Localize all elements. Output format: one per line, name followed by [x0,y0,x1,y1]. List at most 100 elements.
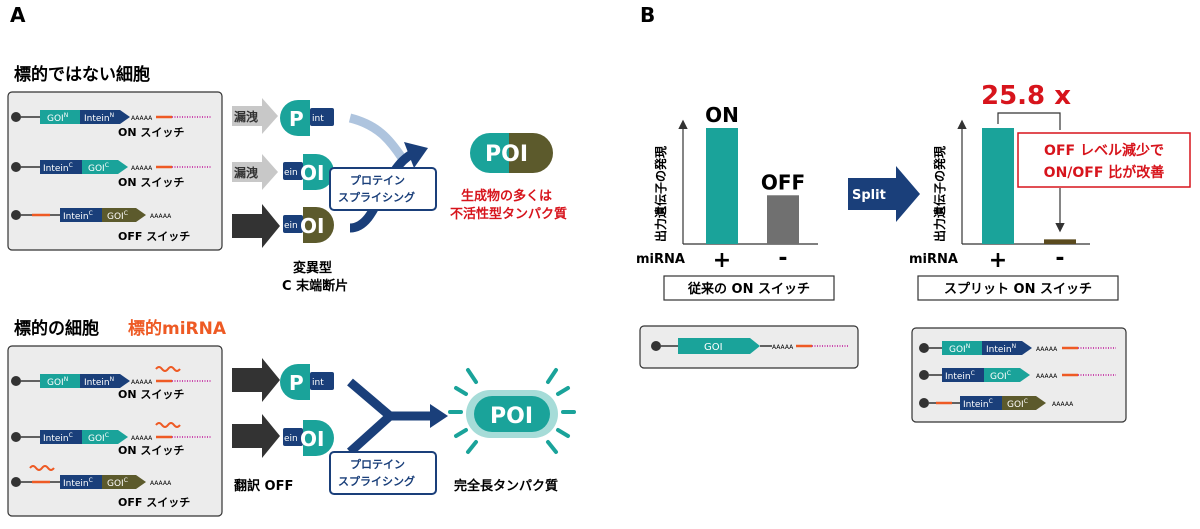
translation-arrow [232,414,280,458]
poi-inactive-product: POI [470,133,553,173]
tick-minus: - [1055,246,1064,271]
on-switch-label: ON スイッチ [118,388,184,401]
conventional-title: 従来の ON スイッチ [687,281,810,297]
target-mirna-label: 標的miRNA [128,318,227,339]
glow-rays [448,368,576,454]
split-title: スプリット ON スイッチ [944,282,1092,297]
cap-icon [11,112,21,122]
leak-splicing-arrow [348,113,406,161]
target-cell-title: 標的の細胞 [14,318,99,339]
y-axis-label: 出力遺伝子の発現 [653,146,668,242]
svg-text:InteinC: InteinC [963,398,993,410]
svg-text:P: P [289,107,304,131]
svg-text:GOIN: GOIN [47,376,68,388]
split-arrow [848,166,920,222]
svg-text:GOIN: GOIN [949,343,970,355]
target-construct-off-switch: InteinC GOIC AAAAA OFF スイッチ [11,465,190,509]
mirna-axis-label: miRNA [636,252,685,267]
splicing-label-2: スプライシング [338,190,415,204]
panel-a-label: A [10,3,26,27]
target-fragment-c-terminal: ein OI [283,420,334,456]
svg-text:AAAAA: AAAAA [1036,373,1058,380]
polya-tail: AAAAA [131,165,153,172]
bar-label-on: ON [705,103,739,127]
svg-text:InteinN: InteinN [84,112,114,124]
fold-change-label: 25.8 x [981,81,1071,111]
tick-plus: + [989,248,1007,273]
bar-label-off: OFF [761,170,805,194]
bar-off [1044,239,1076,244]
splicing-label-2: スプライシング [338,474,415,488]
svg-text:int: int [312,378,324,388]
construct-on-switch-n: GOIN InteinN AAAAA ON スイッチ [11,110,212,139]
target-construct-on-switch-c: InteinC GOIC AAAAA ON スイッチ [11,422,212,457]
svg-text:OI: OI [300,427,324,451]
split-construct-c: InteinC GOIC AAAAA [919,368,1116,382]
on-switch-label: ON スイッチ [118,176,184,189]
svg-text:ein: ein [284,221,298,231]
cap-icon [11,162,21,172]
split-construct-n: GOIN InteinN AAAAA [919,341,1116,355]
split-title-box [917,275,1119,301]
bar-on [706,128,738,244]
merge-arrow [346,378,397,456]
mirna-icon [155,422,181,428]
poi-full-length-product: POI [448,368,576,454]
fragment-n-terminal: P int [280,100,334,136]
construct-off-switch: InteinC GOIC AAAAA OFF スイッチ [11,208,190,243]
tick-plus: + [713,248,731,273]
svg-text:InteinC: InteinC [43,162,73,174]
inactive-note-1: 生成物の多くは [461,188,552,204]
svg-text:ein: ein [284,168,298,178]
full-length-label: 完全長タンパク質 [454,478,558,494]
fragment-c-terminal-mutant: ein OI [283,207,334,243]
on-switch-label: ON スイッチ [118,126,184,139]
construct-on-switch-c: InteinC GOIC AAAAA ON スイッチ [11,160,212,189]
leak-arrow [232,154,278,190]
svg-text:P: P [289,371,304,395]
svg-text:GOIC: GOIC [1007,398,1028,410]
intein-n-block [80,110,130,124]
fold-bracket [997,112,1061,130]
svg-text:GOIC: GOIC [88,432,109,444]
split-label: Split [852,188,886,203]
target-construct-on-switch-n: GOIN InteinN AAAAA ON スイッチ [11,366,212,401]
cap-icon [11,210,21,220]
svg-text:InteinC: InteinC [63,210,93,222]
intein-c-block [40,160,82,174]
y-axis-label: 出力遺伝子の発現 [932,146,947,242]
conventional-construct: GOI AAAAA [651,338,848,354]
bar-off [767,195,799,244]
mirna-icon [29,465,55,471]
fragment-c-terminal: ein OI [283,154,334,190]
goi-n-block [40,110,80,124]
c-terminal-fragment-label: C 末端断片 [282,278,348,294]
on-switch-label: ON スイッチ [118,444,184,457]
note-box [1017,132,1191,188]
svg-text:InteinC: InteinC [43,432,73,444]
off-switch-label: OFF スイッチ [118,496,190,509]
leak-label: 漏洩 [234,165,258,180]
mirna-axis-label: miRNA [909,252,958,267]
splicing-label-1: プロテイン [350,457,405,471]
translation-off-label: 翻訳 OFF [234,478,293,494]
inactive-note-2: 不活性型タンパク質 [450,206,567,222]
conventional-title-box [663,275,835,301]
svg-text:InteinN: InteinN [986,343,1016,355]
goi-c-block [102,208,146,222]
leak-label: 漏洩 [234,109,258,124]
svg-text:POI: POI [485,142,528,167]
svg-text:AAAAA: AAAAA [1052,401,1074,408]
target-fragment-n-terminal: P int [280,364,334,400]
off-switch-label: OFF スイッチ [118,230,190,243]
polya-tail: AAAAA [150,213,172,220]
mutant-label: 変異型 [293,260,332,276]
goi-c-block [82,160,128,174]
split-construct-off: InteinC GOIC AAAAA [919,396,1074,410]
merge-arrowhead [430,404,448,428]
svg-text:AAAAA: AAAAA [772,344,794,351]
svg-text:InteinC: InteinC [63,477,93,489]
svg-text:InteinN: InteinN [84,376,114,388]
note-line-1: OFF レベル減少で [1044,142,1164,159]
